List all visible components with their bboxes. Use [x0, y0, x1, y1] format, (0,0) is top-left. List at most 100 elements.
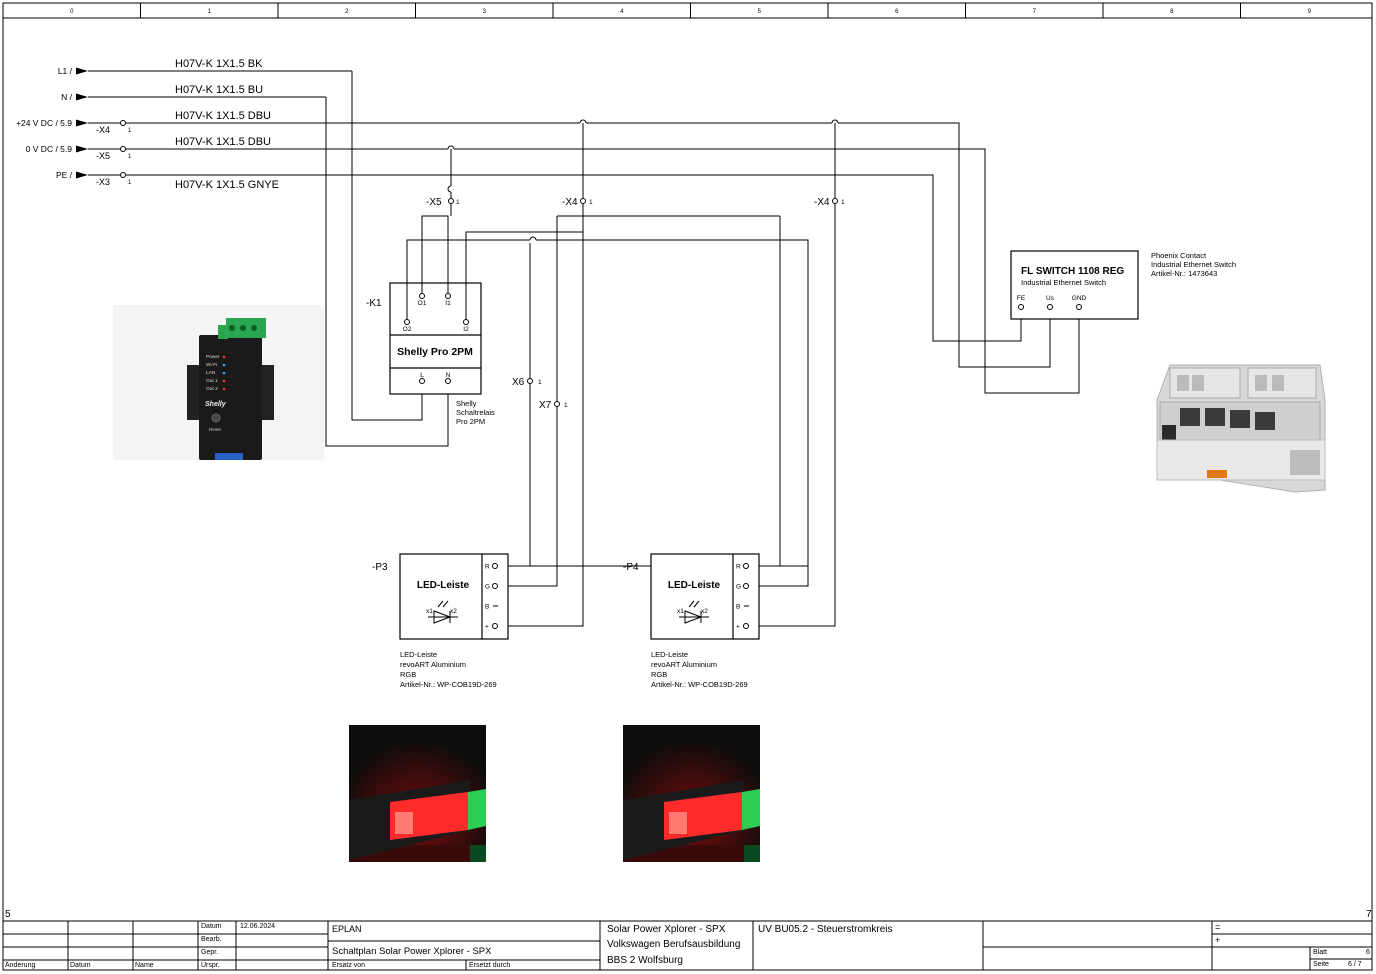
led-title: LED-Leiste [668, 580, 721, 591]
column-number: 2 [345, 9, 349, 15]
feed-label: L1 / [58, 66, 73, 76]
led-strip-photo-2 [623, 725, 760, 862]
relay-pin-i1: I1 [445, 300, 451, 307]
shelly-led-out2: Out 2 [206, 386, 218, 392]
feed-0: L1 / H07V-K 1X1.5 BK [58, 58, 263, 76]
terminal-x7: X7 1 [539, 400, 568, 411]
column-number: 9 [1308, 9, 1312, 15]
relay-pin-o2: O2 [403, 326, 412, 333]
relay-k1: -K1 Shelly Pro 2PM O1 I1 O2 I2 L N Shell… [366, 282, 495, 426]
feed-label: N / [61, 92, 73, 102]
column-number: 7 [1033, 9, 1037, 15]
tb-ersetzt-durch: Ersetzt durch [469, 962, 511, 969]
tb-project: Solar Power Xplorer - SPX [607, 924, 726, 935]
led-pin: + [736, 624, 740, 631]
led-x2: x2 [450, 608, 457, 615]
svg-text:X7: X7 [539, 400, 552, 411]
tb-plan-name: Schaltplan Solar Power Xplorer - SPX [332, 946, 492, 957]
led-desc: Artikel-Nr.: WP-COB19D-269 [651, 680, 748, 689]
tb-urspr: Urspr. [201, 962, 220, 969]
led-desc: LED-Leiste [651, 650, 688, 659]
tb-datum2: Datum [70, 962, 91, 969]
led-x2: x2 [701, 608, 708, 615]
led-title: LED-Leiste [417, 580, 470, 591]
led-pin: G [485, 584, 490, 591]
led-tag: -P4 [623, 562, 639, 573]
ethernet-switch: FL SWITCH 1108 REG Industrial Ethernet S… [1010, 250, 1236, 320]
switch-pin-us: Us [1046, 295, 1055, 302]
tb-seite-label: Seite [1313, 961, 1329, 968]
column-number: 1 [208, 9, 212, 15]
led-tag: -P3 [372, 562, 388, 573]
svg-text:-X4: -X4 [814, 197, 830, 208]
feed-cable: H07V-K 1X1.5 DBU [175, 136, 271, 148]
tb-blatt-value: 6 [1366, 949, 1370, 956]
svg-text:1: 1 [564, 402, 568, 409]
terminal-x4-b: -X4 1 [814, 197, 845, 208]
phoenix-switch-photo [1156, 364, 1326, 493]
tb-seite-value: 6 / 7 [1348, 961, 1362, 968]
tb-ersatz-von: Ersatz von [332, 962, 366, 969]
shelly-reset-label: Reset [209, 427, 222, 432]
led-pin: R [736, 564, 741, 571]
svg-text:1: 1 [841, 199, 845, 206]
led-x1: x1 [426, 608, 433, 615]
svg-text:1: 1 [456, 199, 460, 206]
terminal-x6: X6 1 [512, 377, 542, 388]
tb-gepr-label: Gepr. [201, 949, 219, 956]
feed-terminal-pin: 1 [128, 128, 132, 134]
feed-lines [88, 70, 1080, 447]
relay-pin-i2: I2 [463, 326, 469, 333]
led-pin: B [485, 604, 489, 611]
feed-1: N / H07V-K 1X1.5 BU [61, 84, 263, 102]
tb-eq: = [1215, 922, 1221, 932]
column-number: 8 [1170, 9, 1174, 15]
column-number: 3 [483, 9, 487, 15]
shelly-led-out1: Out 1 [206, 378, 218, 384]
led-desc: Artikel-Nr.: WP-COB19D-269 [400, 680, 497, 689]
feed-label: 0 V DC / 5.9 [26, 144, 73, 154]
led-strip-photo-1 [349, 725, 486, 862]
title-block [3, 920, 1372, 970]
tb-plus: + [1215, 935, 1221, 945]
led-pin: B [736, 604, 740, 611]
switch-pin-gnd: GND [1072, 295, 1087, 302]
feed-cable: H07V-K 1X1.5 BU [175, 84, 263, 96]
led-desc: RGB [400, 670, 416, 679]
relay-pin-o1: O1 [418, 300, 427, 307]
relay-pin-n: N [446, 372, 451, 379]
relay-desc-1: Shelly [456, 399, 477, 408]
tb-name: Name [135, 962, 154, 969]
column-number: 0 [70, 9, 74, 15]
relay-title: Shelly Pro 2PM [397, 346, 473, 358]
feed-terminal-pin: 1 [128, 154, 132, 160]
shelly-led-wifi: Wi-Fi [206, 362, 217, 368]
margin-marker-left: 5 [5, 909, 11, 920]
led-desc: RGB [651, 670, 667, 679]
led-x1: x1 [677, 608, 684, 615]
feed-cable: H07V-K 1X1.5 DBU [175, 110, 271, 122]
feed-label: PE / [56, 170, 73, 180]
margin-marker-right: 7 [1366, 909, 1372, 920]
relay-tag: -K1 [366, 298, 382, 309]
feed-group: L1 / H07V-K 1X1.5 BK N / H07V-K 1X1.5 BU +24… [16, 58, 279, 191]
tb-datum-value: 12.06.2024 [240, 923, 276, 930]
tb-aenderung: Änderung [5, 962, 36, 969]
svg-text:-X4: -X4 [562, 197, 578, 208]
switch-desc-3: Artikel-Nr.: 1473643 [1151, 269, 1217, 278]
tb-datum-label: Datum [201, 923, 222, 930]
tb-location: BBS 2 Wolfsburg [607, 955, 683, 966]
led-desc: revoART Aluminium [400, 660, 466, 669]
svg-text:1: 1 [589, 199, 593, 206]
svg-text:X6: X6 [512, 377, 525, 388]
terminal-x5: -X5 1 [426, 197, 460, 208]
led-desc: LED-Leiste [400, 650, 437, 659]
relay-desc-2: Schaltrelais [456, 408, 495, 417]
feed-cable: H07V-K 1X1.5 BK [175, 58, 263, 70]
